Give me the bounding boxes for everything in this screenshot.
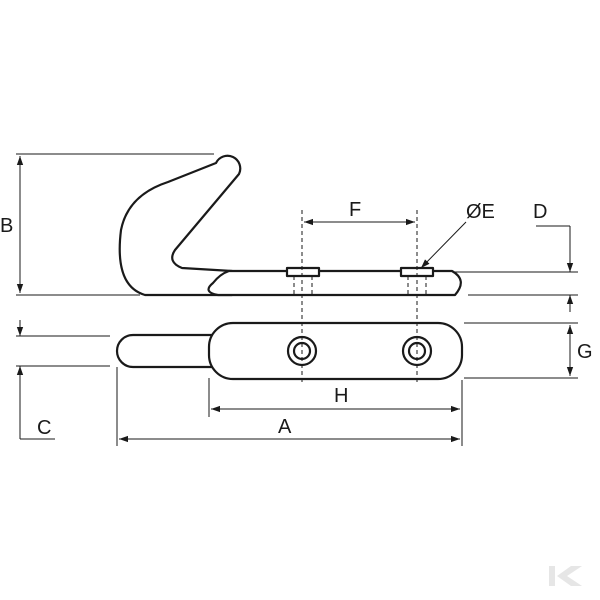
label-c: C [37, 417, 51, 439]
label-b: B [0, 215, 13, 237]
side-view [118, 154, 462, 297]
dimension-labels: B C D ØE F G H A [0, 199, 593, 439]
dimension-lines [16, 156, 574, 443]
label-e: ØE [466, 201, 495, 223]
label-h: H [334, 385, 348, 407]
center-lines [301, 210, 418, 382]
brand-k-logo-icon [549, 566, 582, 586]
label-a: A [278, 416, 292, 438]
top-view-base-plate [207, 321, 464, 381]
hook-rod [118, 154, 242, 297]
label-f: F [349, 199, 361, 221]
top-view [115, 321, 464, 381]
side-view-base-plate [207, 269, 462, 297]
label-d: D [533, 201, 547, 223]
label-g: G [577, 341, 593, 363]
extension-lines [16, 153, 578, 446]
rivet-head-left [285, 266, 321, 278]
